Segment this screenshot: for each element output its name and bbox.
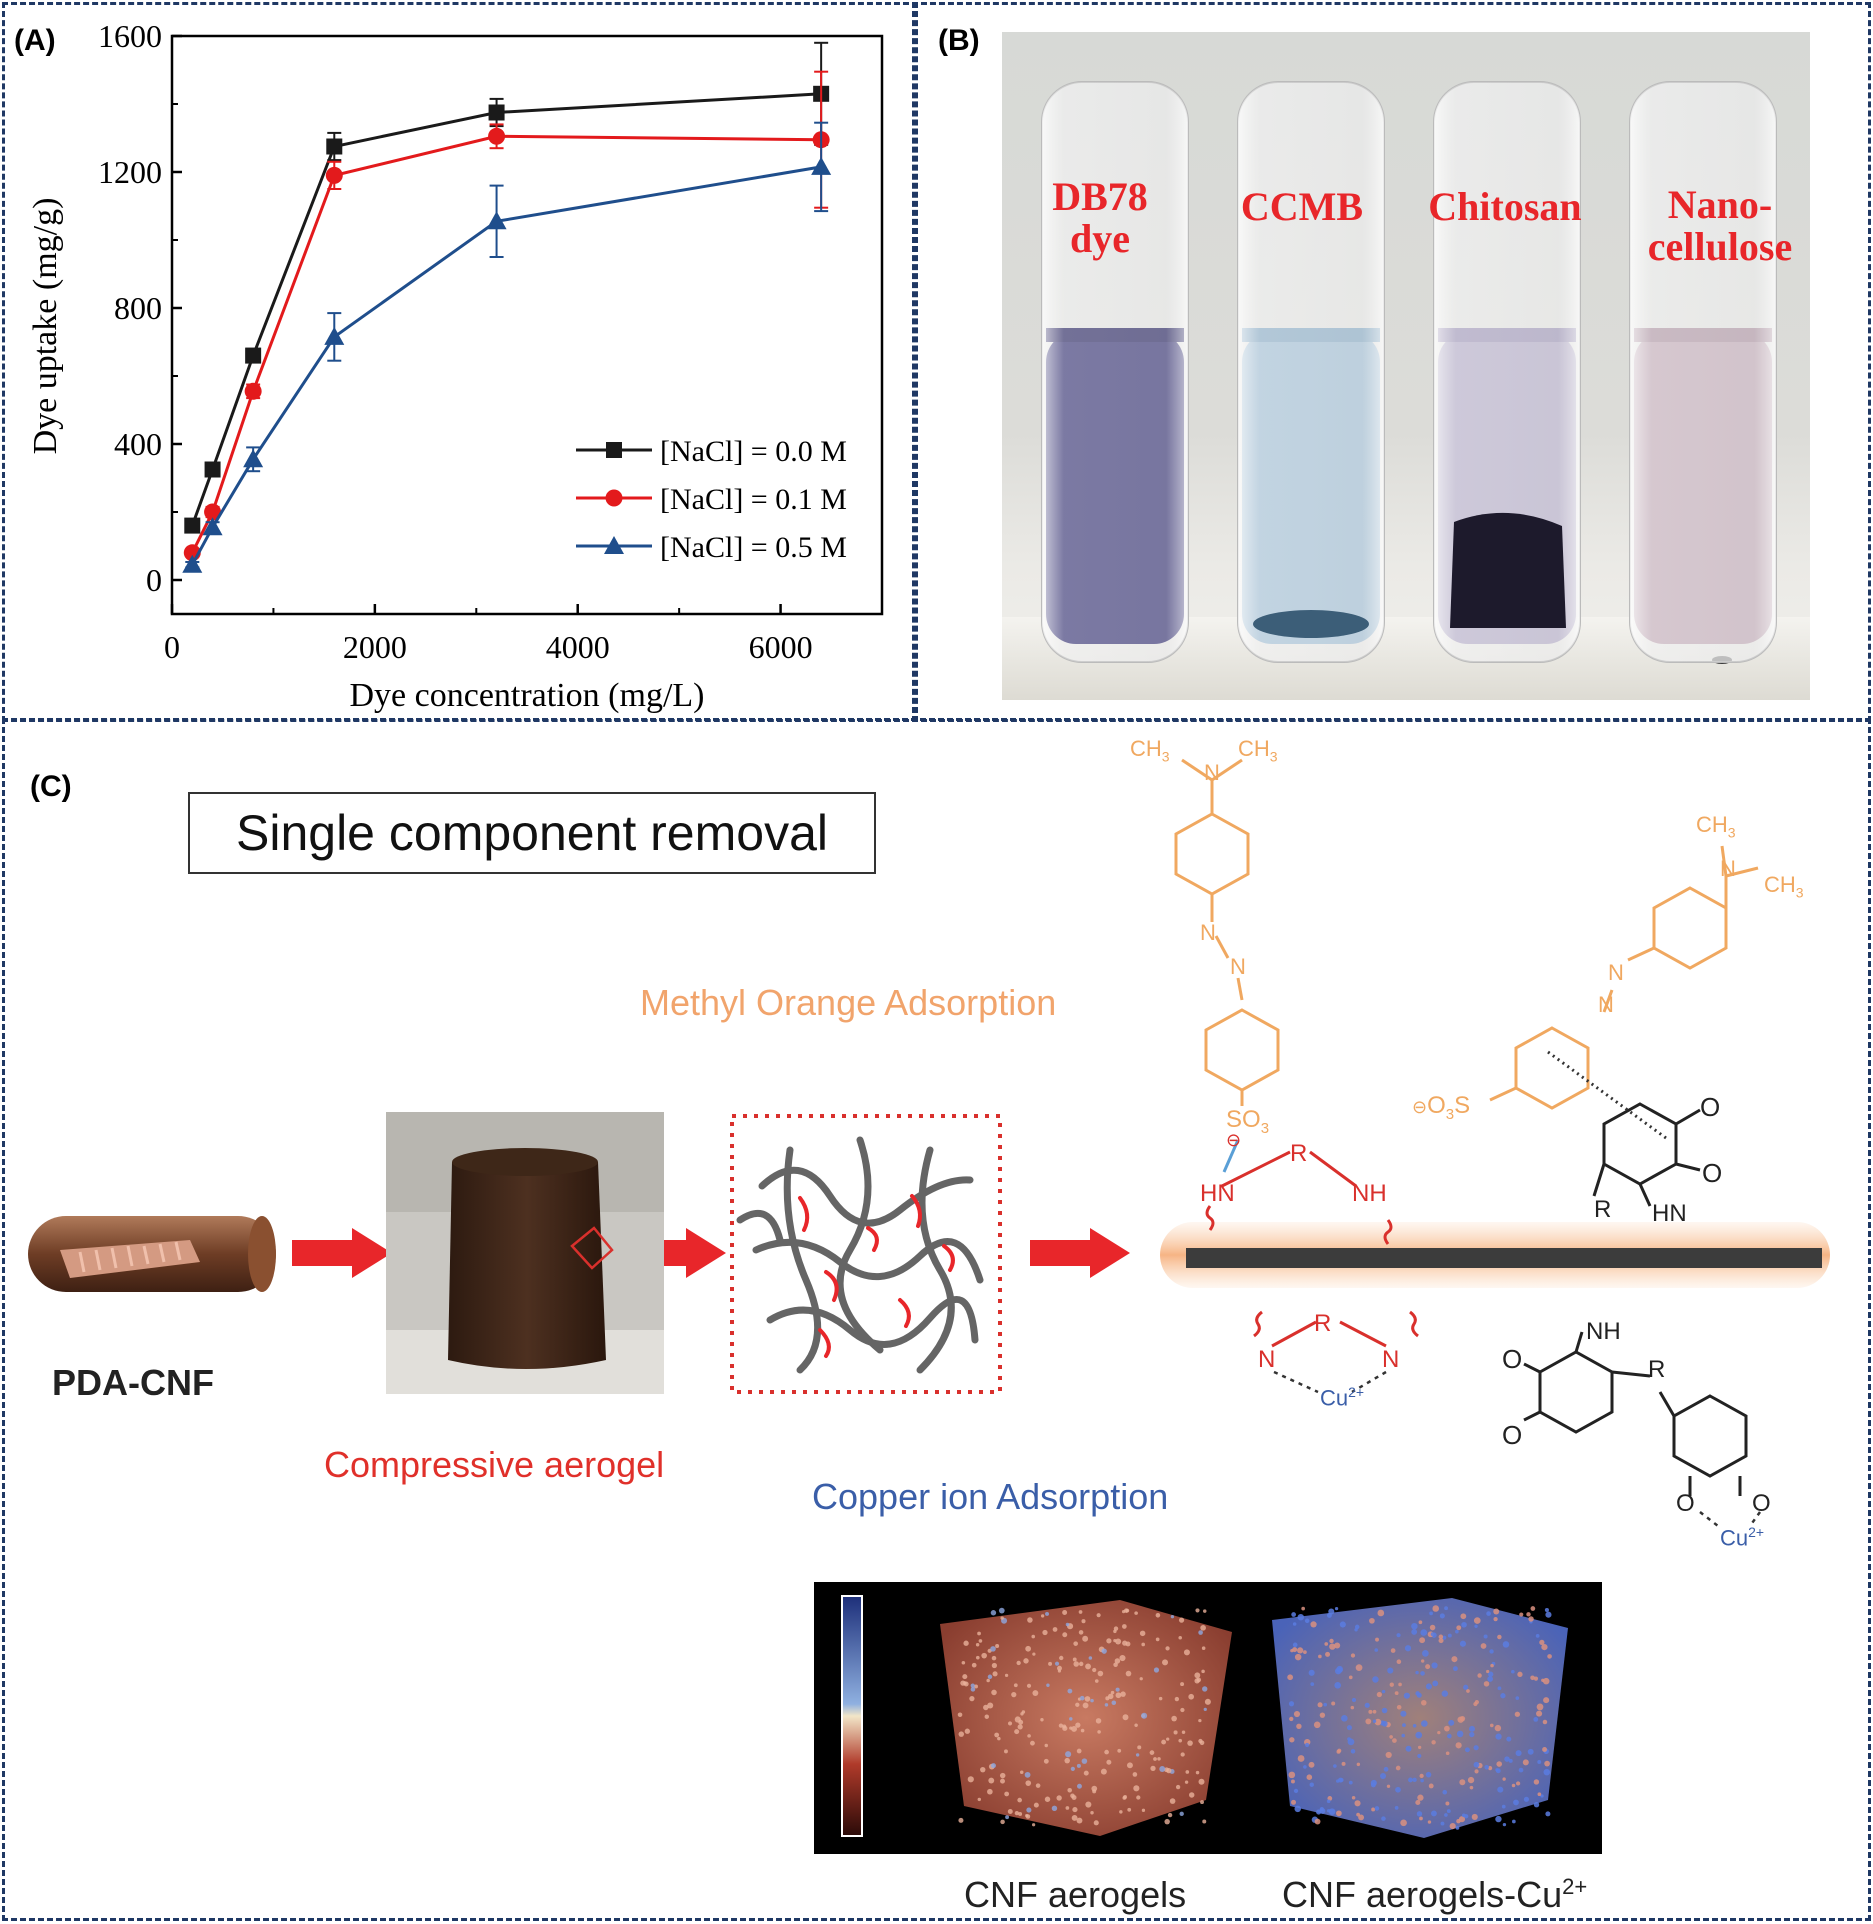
y-tick-label: 800 xyxy=(114,290,162,326)
compressive-aerogel-label: Compressive aerogel xyxy=(324,1444,665,1485)
test-tube xyxy=(1433,81,1581,663)
copper-ion-label: Copper ion Adsorption xyxy=(812,1476,1169,1517)
x-tick-label: 4000 xyxy=(546,629,610,665)
data-point xyxy=(324,326,345,345)
data-point xyxy=(488,127,506,145)
panel-b-label: (B) xyxy=(938,24,980,57)
legend-label: [NaCl] = 0.5 M xyxy=(660,531,847,564)
chart-legend: [NaCl] = 0.0 M [NaCl] = 0.1 M [NaCl] = 0.5… xyxy=(576,435,847,564)
series-2 xyxy=(182,121,832,573)
data-point xyxy=(488,104,505,121)
legend-label: [NaCl] = 0.1 M xyxy=(660,483,847,516)
data-point xyxy=(245,347,262,364)
cnf-aerogels-label: CNF aerogels xyxy=(964,1874,1187,1915)
legend-label: [NaCl] = 0.0 M xyxy=(660,435,847,468)
x-tick-label: 6000 xyxy=(749,629,813,665)
data-point xyxy=(326,138,343,155)
x-tick-label: 0 xyxy=(164,629,180,665)
data-point xyxy=(325,166,343,184)
y-tick-label: 1200 xyxy=(98,154,162,190)
x-tick-label: 2000 xyxy=(343,629,407,665)
data-point xyxy=(486,211,507,230)
data-point xyxy=(243,449,264,468)
data-point xyxy=(204,461,221,478)
tube-label-ccmb: CCMB xyxy=(1240,184,1364,229)
single-component-removal-title: Single component removal xyxy=(188,792,876,874)
y-axis-label: Dye uptake (mg/g) xyxy=(27,198,64,455)
test-tube xyxy=(1041,81,1189,663)
plot-frame xyxy=(170,34,884,616)
data-point xyxy=(204,503,222,521)
series-line xyxy=(190,92,822,527)
test-tube xyxy=(1629,81,1777,663)
legend-marker xyxy=(606,442,622,458)
tube-label-nanocellulose: Nano-cellulose xyxy=(1647,182,1793,269)
data-point xyxy=(182,554,203,573)
methyl-orange-label: Methyl Orange Adsorption xyxy=(640,982,1057,1023)
legend-marker xyxy=(605,489,623,507)
pda-cnf-label: PDA-CNF xyxy=(52,1362,214,1403)
panel-a-label: (A) xyxy=(14,24,56,57)
cnf-aerogels-cu-label: CNF aerogels-Cu2+ xyxy=(1282,1874,1588,1915)
y-tick-label: 1600 xyxy=(98,18,162,54)
data-point xyxy=(244,382,262,400)
panel-c-label: (C) xyxy=(30,770,72,803)
y-tick-label: 400 xyxy=(114,426,162,462)
data-point xyxy=(184,517,201,534)
tube-label-chitosan: Chitosan xyxy=(1428,184,1582,229)
y-tick-label: 0 xyxy=(146,562,162,598)
data-point xyxy=(202,517,223,536)
legend-marker xyxy=(604,536,624,554)
dye-uptake-chart: 0 2000 4000 6000 0 400 800 1200 1600 Dye uptake … xyxy=(27,18,884,714)
tubes-photo xyxy=(1002,32,1810,700)
x-axis-label: Dye concentration (mg/L) xyxy=(350,677,705,714)
panel-c-frame xyxy=(2,718,1871,1921)
test-tube xyxy=(1237,81,1385,663)
data-point xyxy=(811,156,832,175)
